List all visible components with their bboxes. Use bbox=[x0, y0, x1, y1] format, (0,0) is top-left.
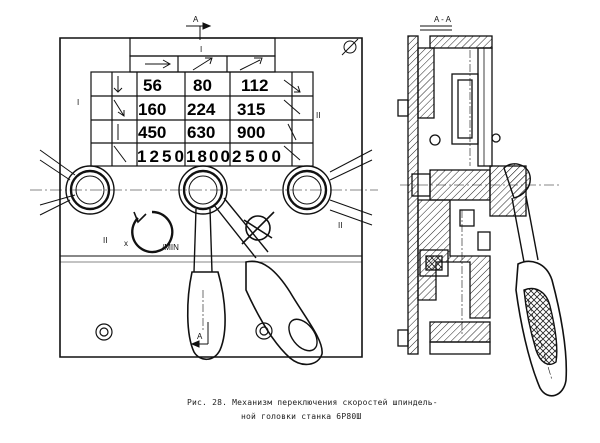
lever-inclined bbox=[213, 197, 323, 366]
figure-caption: Рис. 28. Механизм переключения скоростей… bbox=[187, 396, 447, 424]
speed-r4c1: 1250 bbox=[137, 147, 184, 166]
roman-right-3: II bbox=[338, 221, 342, 230]
section-view bbox=[397, 35, 560, 355]
speed-r2c3: 315 bbox=[237, 100, 265, 119]
section-arrow-right bbox=[420, 25, 452, 31]
gear-symbol-icon bbox=[341, 38, 359, 56]
position-glyphs bbox=[113, 57, 301, 163]
bottom-holes bbox=[95, 322, 273, 341]
caption-line-2: ной головки станка 6Р80Ш bbox=[241, 412, 362, 421]
section-label-top: A bbox=[193, 15, 199, 24]
boss-center bbox=[178, 165, 228, 215]
roman-left: I bbox=[77, 98, 79, 107]
section-arrow-bottom bbox=[190, 322, 209, 348]
speed-r2c2: 224 bbox=[187, 100, 216, 119]
shaft-bosses bbox=[65, 165, 332, 215]
roman-left-2: II bbox=[103, 236, 107, 245]
speed-r1c1: 56 bbox=[143, 76, 162, 95]
speed-r2c1: 160 bbox=[138, 100, 166, 119]
unit-x: x bbox=[124, 239, 128, 248]
speed-r1c2: 80 bbox=[193, 76, 212, 95]
speed-table bbox=[90, 37, 314, 167]
speed-r4c2: 1800 bbox=[186, 147, 230, 166]
speed-r1c3: 112 bbox=[241, 76, 268, 95]
section-title: A - A bbox=[434, 15, 452, 24]
boss-left bbox=[65, 165, 115, 215]
section-label-bottom: A bbox=[197, 332, 203, 341]
roman-numeral-top: I bbox=[200, 45, 202, 54]
caption-line-1: Рис. 28. Механизм переключения скоростей… bbox=[187, 398, 438, 407]
speed-r3c3: 900 bbox=[237, 123, 265, 142]
rotation-icon bbox=[131, 210, 174, 254]
unit-min: /MIN bbox=[162, 243, 179, 252]
speed-r4c3: 2500 bbox=[232, 147, 281, 166]
section-lever bbox=[503, 163, 568, 397]
speed-values: 56 80 112 160 224 315 450 630 900 1250 1… bbox=[137, 76, 281, 166]
roman-right-1: II bbox=[316, 111, 320, 120]
speed-r3c1: 450 bbox=[138, 123, 166, 142]
speed-r3c2: 630 bbox=[187, 123, 215, 142]
boss-right bbox=[282, 165, 332, 215]
lever-center bbox=[186, 208, 226, 361]
